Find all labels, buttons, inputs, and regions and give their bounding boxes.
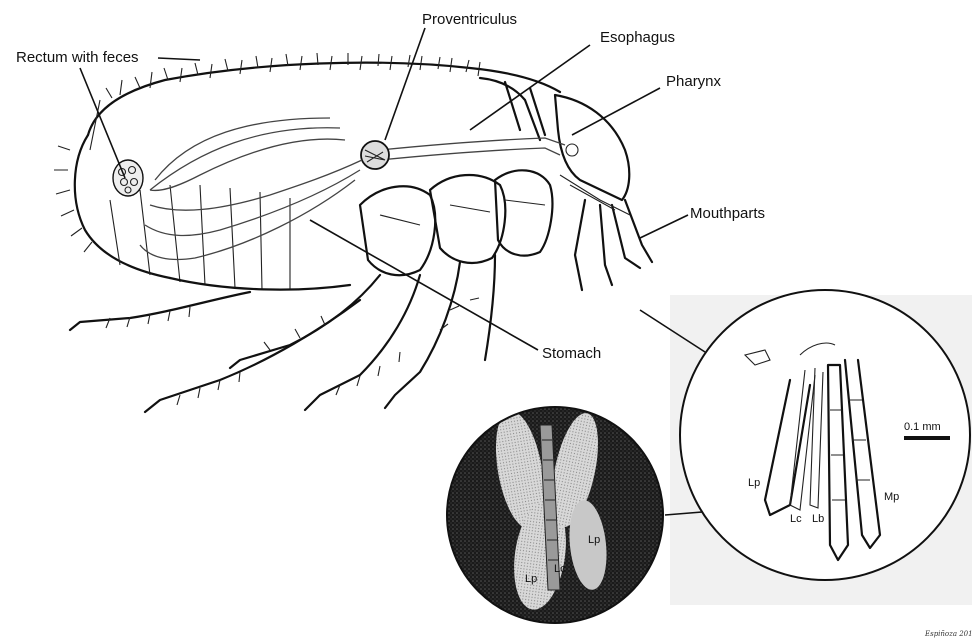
photo-label-lp-top: Lp bbox=[588, 534, 600, 546]
inset-label-lc: Lc bbox=[790, 513, 802, 525]
inset-label-mp: Mp bbox=[884, 491, 899, 503]
photo-label-lc: Lc bbox=[554, 563, 566, 575]
rectum-leader-b bbox=[80, 68, 125, 178]
scale-bar-label: 0.1 mm bbox=[904, 421, 941, 433]
photo-label-lp-bottom: Lp bbox=[525, 573, 537, 585]
inset-label-lb: Lb bbox=[812, 513, 824, 525]
label-pharynx: Pharynx bbox=[666, 73, 722, 90]
inset-label-lp: Lp bbox=[748, 477, 760, 489]
rectum-organ bbox=[113, 160, 143, 196]
label-stomach: Stomach bbox=[542, 345, 601, 362]
inset-mouthparts-photo: Lp Lc Lp bbox=[440, 400, 670, 630]
rectum-leader-a bbox=[158, 58, 200, 60]
pharynx-leader bbox=[572, 88, 660, 135]
label-proventriculus: Proventriculus bbox=[422, 11, 517, 28]
artist-signature: Espiñoza 2014 bbox=[924, 630, 972, 638]
inset-mouthparts-drawing: 0.1 mm Lp Lc Lb Mp bbox=[680, 290, 970, 580]
label-rectum: Rectum with feces bbox=[16, 49, 139, 66]
proventriculus-leader bbox=[385, 28, 425, 140]
scale-bar bbox=[904, 436, 950, 440]
eye bbox=[566, 144, 578, 156]
label-mouthparts: Mouthparts bbox=[690, 205, 765, 222]
esophagus-leader bbox=[470, 45, 590, 130]
mouthparts-leader bbox=[640, 215, 688, 238]
label-esophagus: Esophagus bbox=[600, 29, 675, 46]
